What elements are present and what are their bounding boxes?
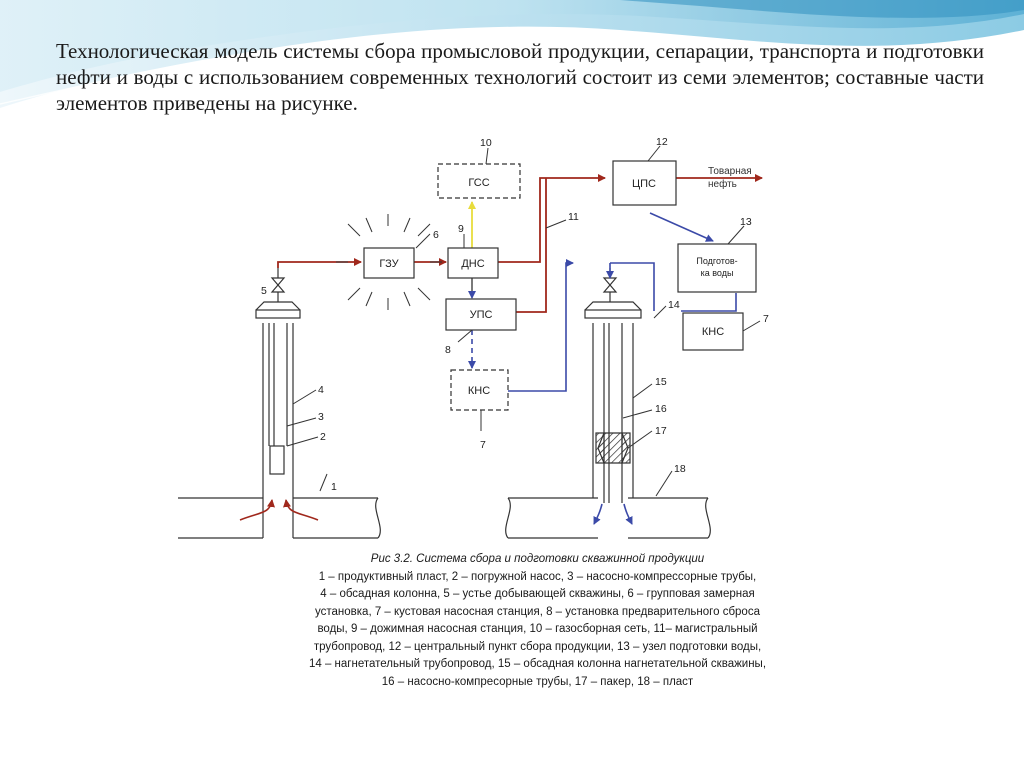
svg-text:ГСС: ГСС (468, 177, 489, 189)
caption-line: 14 – нагнетательный трубопровод, 15 – об… (308, 658, 767, 670)
box-cps: ЦПС (612, 160, 677, 206)
callout-8: 8 (445, 344, 451, 356)
intro-paragraph: Технологическая модель системы сбора про… (56, 39, 984, 115)
svg-text:ДНС: ДНС (461, 258, 484, 270)
well-inflow-arrows (239, 499, 319, 521)
production-well (255, 268, 301, 538)
callout-12: 12 (656, 136, 668, 148)
callout-17: 17 (655, 425, 667, 437)
caption-line: трубопровод, 12 – центральный пункт сбор… (313, 640, 762, 653)
callout-7-left: 7 (480, 439, 486, 451)
formation-right (505, 497, 711, 539)
svg-text:ГЗУ: ГЗУ (379, 258, 399, 270)
caption-line: 16 – насосно-компресорные трубы, 17 – па… (381, 675, 694, 688)
svg-text:КНС: КНС (468, 385, 490, 397)
output-label: Товарная нефть (708, 166, 752, 190)
svg-text:Товарная: Товарная (708, 166, 752, 177)
svg-text:ка воды: ка воды (701, 268, 734, 278)
callout-3: 3 (318, 411, 324, 423)
box-gzu: ГЗУ (336, 214, 442, 310)
figure-caption: Рис 3.2. Система сбора и подготовки сква… (280, 551, 795, 691)
callout-9: 9 (458, 223, 464, 235)
formation-left (178, 497, 381, 539)
box-water-treatment: Подготов- ка воды (677, 243, 757, 293)
decorative-wave-header (0, 0, 1024, 108)
callout-5: 5 (261, 285, 267, 297)
callout-leaders (286, 145, 761, 497)
box-gss: ГСС (437, 163, 521, 199)
callout-18: 18 (674, 463, 686, 475)
svg-text:УПС: УПС (470, 309, 493, 321)
caption-line: 1 – продуктивный пласт, 2 – погружной на… (318, 570, 757, 583)
callout-1: 1 (331, 481, 337, 493)
callout-6: 6 (433, 229, 439, 241)
water-pipes (468, 212, 737, 392)
callout-13: 13 (740, 216, 752, 228)
callout-16: 16 (655, 403, 667, 415)
box-ups: УПС (445, 298, 517, 331)
gzu-rays-icon (336, 214, 442, 310)
callout-numbers: 1 2 3 4 5 6 7 7 8 9 10 11 12 13 14 15 16… (261, 136, 769, 493)
callout-11: 11 (568, 211, 579, 223)
oil-gathering-diagram: ГСС ГЗУ ДНС УПС КНС (178, 136, 769, 539)
caption-line: 4 – обсадная колонна, 5 – устье добывающ… (320, 588, 755, 600)
injection-well (584, 268, 642, 503)
box-dns: ДНС (447, 247, 499, 279)
oil-pipes (277, 174, 763, 313)
svg-text:КНС: КНС (702, 326, 724, 338)
caption-line: установка, 7 – кустовая насосная станция… (315, 605, 760, 618)
callout-4: 4 (318, 384, 324, 396)
callout-2: 2 (320, 431, 326, 443)
callout-15: 15 (655, 376, 667, 388)
injection-outflow-arrows (593, 503, 633, 525)
figure-panel: ГСС ГЗУ ДНС УПС КНС (168, 128, 816, 728)
svg-text:Подготов-: Подготов- (696, 256, 737, 266)
box-kns-right: КНС (682, 312, 744, 351)
caption-title: Рис 3.2. Система сбора и подготовки сква… (370, 553, 705, 565)
callout-14: 14 (668, 299, 680, 311)
callout-10: 10 (480, 137, 492, 149)
svg-text:нефть: нефть (708, 178, 737, 190)
caption-line: воды, 9 – дожимная насосная станция, 10 … (317, 623, 758, 635)
box-kns-left: КНС (450, 369, 509, 411)
svg-text:ЦПС: ЦПС (632, 178, 656, 190)
callout-7-right: 7 (763, 313, 769, 325)
